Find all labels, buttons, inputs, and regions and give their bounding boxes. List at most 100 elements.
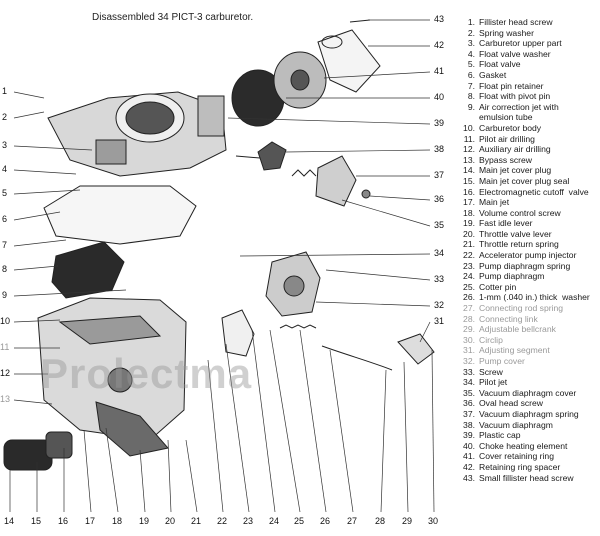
legend-item: 1. Fillister head screw: [456, 17, 600, 28]
legend-item: 18.Volume control screw: [456, 208, 600, 219]
legend-number: 22.: [463, 250, 475, 261]
callout-label: 8: [2, 264, 8, 274]
legend-text: Throttle return spring: [479, 239, 559, 250]
legend-item: 9.Air correction jet with: [456, 102, 600, 113]
legend-number: 6.: [467, 69, 475, 80]
legend-number: [456, 112, 479, 123]
legend-item: 22. Accelerator pump injector: [456, 250, 600, 261]
legend-text: Small fillister head screw: [479, 472, 574, 483]
legend-number: 40.: [463, 440, 475, 451]
callout-label: 42: [434, 40, 445, 50]
legend-text: Bypass screw: [479, 154, 533, 165]
legend-text: Float valve: [479, 59, 521, 70]
legend-item: 21.Throttle return spring: [456, 239, 600, 250]
legend-number: 1.: [467, 17, 475, 27]
legend-item: 24.Pump diaphragm: [456, 271, 600, 282]
legend-item: 25.Cotter pin: [456, 282, 600, 293]
legend-item: 35.Vacuum diaphragm cover: [456, 388, 600, 399]
legend-number: 33.: [463, 366, 475, 377]
legend-text: Vacuum diaphragm spring: [479, 408, 579, 419]
legend-item: 4.Float valve washer: [456, 49, 600, 60]
legend-item: 42.Retaining ring spacer: [456, 462, 600, 473]
callout-label: 2: [2, 112, 8, 122]
callout-label: 14: [4, 516, 15, 526]
pump-diaphragm: [221, 309, 255, 357]
legend-text: Connecting link: [479, 313, 538, 324]
legend-item: 7.Float pin retainer: [456, 81, 600, 92]
legend-item: 23.Pump diaphragm spring: [456, 261, 600, 272]
choke-cover-assembly: [231, 19, 381, 127]
legend-number: 36.: [463, 398, 475, 409]
legend-number: 27.: [463, 303, 475, 314]
legend-number: 34.: [463, 377, 475, 388]
legend-text: Connecting rod spring: [479, 303, 564, 314]
carburetor-upper-part: [47, 91, 227, 177]
legend-number: 8.: [467, 91, 475, 102]
legend-item: 2.Spring washer: [456, 28, 600, 39]
callout-label: 5: [2, 188, 8, 198]
legend-item: 6. Gasket: [456, 70, 600, 81]
legend-item: 17.Main jet: [456, 197, 600, 208]
legend-text: Pump cover: [479, 356, 525, 366]
legend-item: 14.Main jet cover plug: [456, 165, 600, 176]
legend-number: 17.: [463, 197, 475, 208]
legend-number: 35.: [463, 387, 475, 398]
callout-label: 29: [402, 516, 413, 526]
callout-label: 20: [165, 516, 176, 526]
callout-label: 6: [2, 214, 8, 224]
legend-number: 9.: [467, 101, 475, 112]
legend-text: Oval head screw: [479, 398, 544, 409]
legend-text: Circlip: [479, 334, 503, 345]
callout-label: 13: [0, 394, 11, 404]
legend-item: 32.Pump cover: [456, 356, 600, 367]
legend-number: 14.: [463, 165, 475, 176]
legend-item: 36. Oval head screw: [456, 398, 600, 409]
legend-text: Screw: [479, 366, 503, 377]
watermark: Prolectma: [40, 350, 253, 397]
callout-label: 22: [217, 516, 228, 526]
legend-number: 3.: [467, 38, 475, 49]
callout-label: 25: [294, 516, 305, 526]
callout-label: 24: [269, 516, 280, 526]
legend-text: Vacuum diaphragm: [479, 419, 553, 430]
legend-item: 38. Vacuum diaphragm: [456, 420, 600, 431]
legend-item: 8.Float with pivot pin: [456, 91, 600, 102]
callout-label: 32: [434, 300, 445, 310]
legend-text: Gasket: [479, 69, 507, 80]
legend-text: Choke heating element: [479, 440, 568, 451]
legend-item: 39.Plastic cap: [456, 430, 600, 441]
leader-lines: [9, 19, 435, 513]
vacuum-diaphragm-assembly: [235, 141, 371, 207]
callout-label: 28: [375, 516, 386, 526]
legend-text: Fillister head screw: [479, 17, 553, 27]
callout-label: 18: [112, 516, 123, 526]
legend-number: 41.: [463, 451, 475, 462]
callout-label: 23: [243, 516, 254, 526]
callout-label: 30: [428, 516, 439, 526]
legend-number: 29.: [463, 324, 475, 335]
legend-text: Adjustable bellcrank: [479, 324, 556, 335]
legend-number: 38.: [463, 419, 475, 430]
legend-item: 33. Screw: [456, 367, 600, 378]
legend-item: emulsion tube: [456, 112, 600, 123]
legend-item: 11.Pilot air drilling: [456, 134, 600, 145]
legend-text: Carburetor upper part: [479, 38, 562, 49]
legend-text: Pilot air drilling: [479, 133, 535, 144]
legend-number: 20.: [463, 228, 475, 239]
legend-item: 15.Main jet cover plug seal: [456, 176, 600, 187]
legend-item: 34.Pilot jet: [456, 377, 600, 388]
legend-text: Auxiliary air drilling: [479, 144, 551, 155]
legend-number: 2.: [467, 27, 475, 38]
callout-label: 3: [2, 140, 8, 150]
callout-label: 34: [434, 248, 445, 258]
legend-text: Volume control screw: [479, 207, 561, 218]
legend-item: 37.Vacuum diaphragm spring: [456, 409, 600, 420]
legend-text: Accelerator pump injector: [479, 250, 577, 261]
legend-text: emulsion tube: [479, 112, 533, 123]
callout-label: 16: [58, 516, 69, 526]
legend-number: 16.: [463, 186, 475, 197]
legend-number: 24.: [463, 271, 475, 282]
legend-item: 29. Adjustable bellcrank: [456, 324, 600, 335]
gasket: [43, 185, 197, 245]
